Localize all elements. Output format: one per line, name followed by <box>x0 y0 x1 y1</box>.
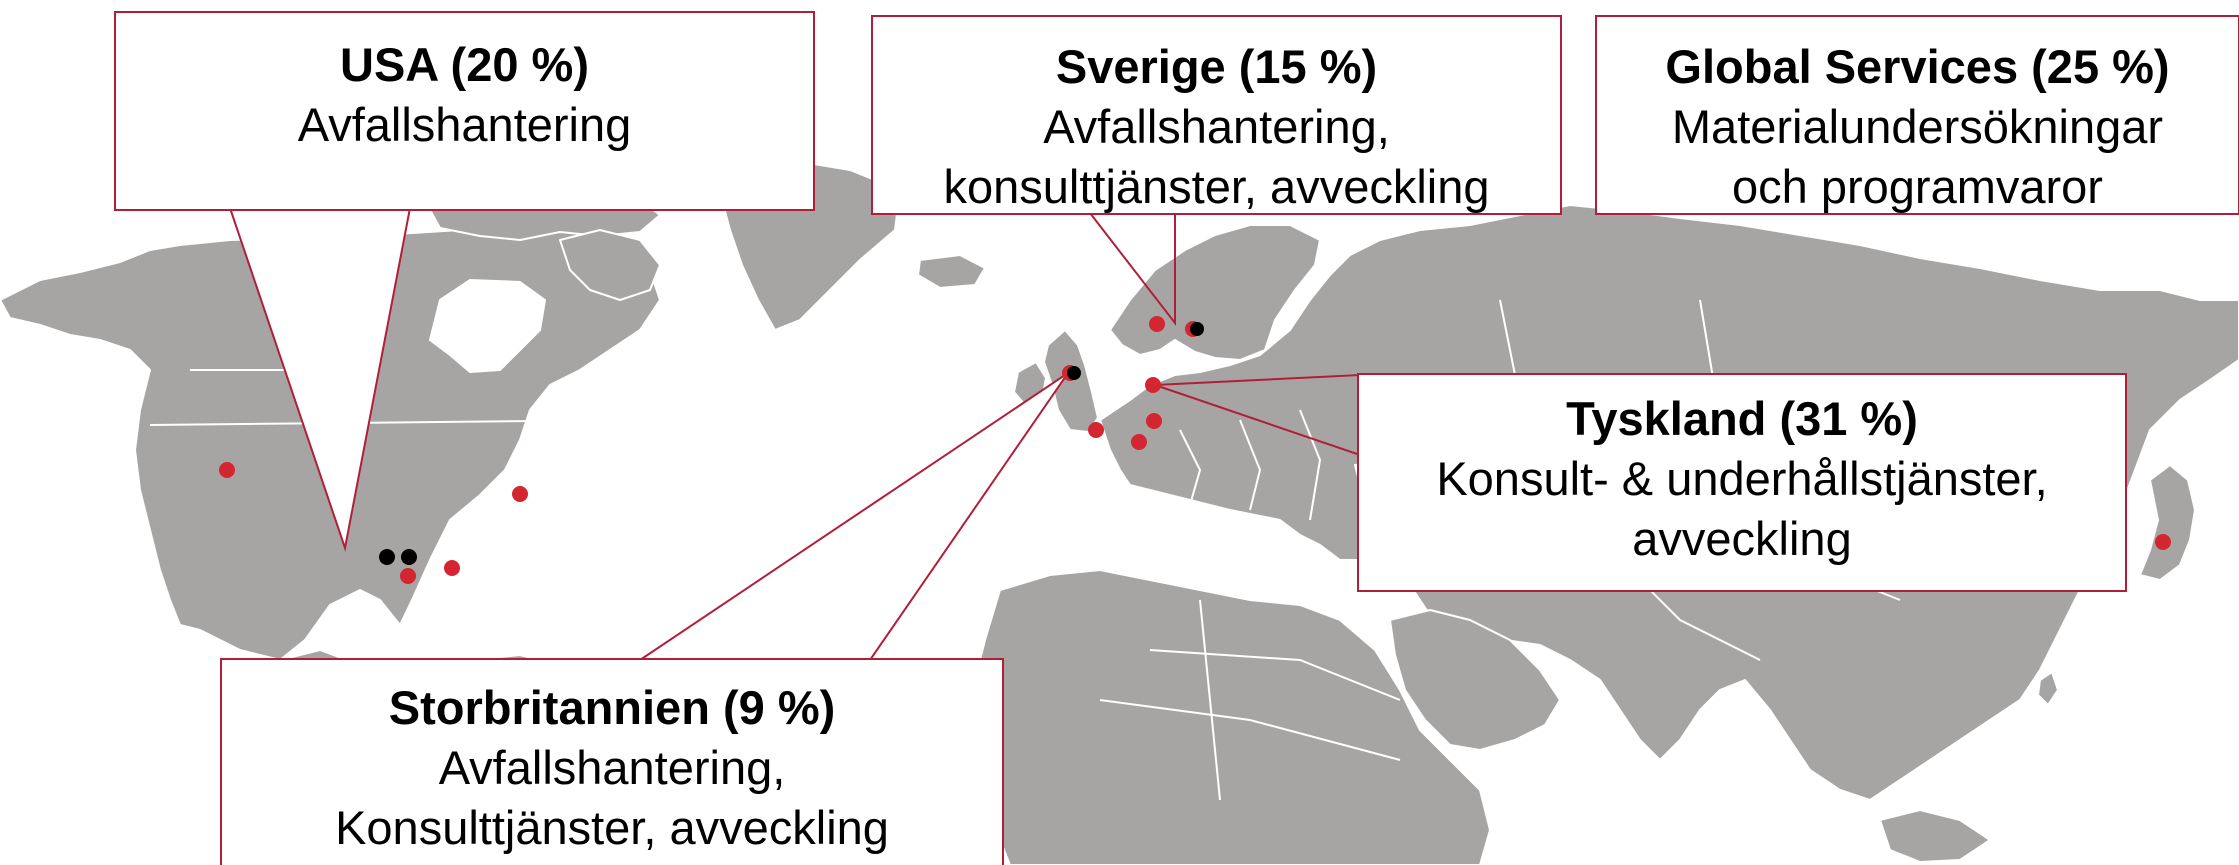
callout-sverige-description: Avfallshantering, konsulttjänster, avvec… <box>943 100 1490 213</box>
callout-usa-description: Avfallshantering <box>297 98 632 151</box>
japan <box>2139 464 2196 581</box>
callout-global-services: Global Services (25 %) Materialundersökn… <box>1595 15 2239 215</box>
callout-global-services-description: Materialundersökningar och programvaror <box>1671 100 2164 213</box>
mediterranean <box>1124 511 1366 593</box>
taiwan <box>2037 671 2059 706</box>
callout-sverige-title: Sverige (15 %) <box>1055 40 1378 93</box>
iceland <box>917 254 986 289</box>
location-dot-usa-southeast <box>400 568 416 584</box>
great-britain <box>1043 329 1099 433</box>
location-dot-switzerland <box>1131 434 1147 450</box>
location-dot-germany-north <box>1145 377 1161 393</box>
callout-global-services-title: Global Services (25 %) <box>1665 40 2170 93</box>
location-dot-usa-east-1 <box>379 549 395 565</box>
callout-tyskland: Tyskland (31 %) Konsult- & underhållstjä… <box>1357 373 2127 592</box>
southeast-asia-islands <box>1879 809 1991 863</box>
location-dot-sweden-east <box>1190 322 1204 336</box>
location-dot-usa-west <box>219 462 235 478</box>
location-dot-germany-south <box>1146 413 1162 429</box>
location-dot-usa-east-2 <box>401 549 417 565</box>
arabia <box>1389 609 1561 751</box>
callout-usa-title: USA (20 %) <box>340 38 589 91</box>
location-dots <box>219 316 2171 584</box>
callout-usa: USA (20 %) Avfallshantering <box>114 11 815 211</box>
location-dot-sweden-west <box>1149 316 1165 332</box>
callout-storbritannien-description: Avfallshantering, Konsulttjänster, avvec… <box>335 741 889 854</box>
baffin-island <box>559 229 661 301</box>
location-dot-usa-eastcoast <box>512 486 528 502</box>
callout-tyskland-title: Tyskland (31 %) <box>1566 392 1918 445</box>
callout-storbritannien-title: Storbritannien (9 %) <box>388 681 836 734</box>
callout-sverige: Sverige (15 %) Avfallshantering, konsult… <box>871 15 1562 215</box>
callout-storbritannien: Storbritannien (9 %) Avfallshantering, K… <box>220 658 1004 865</box>
location-dot-uk <box>1067 366 1081 380</box>
hudson-bay <box>429 279 546 373</box>
location-dot-france <box>1088 422 1104 438</box>
location-dot-usa-south <box>444 560 460 576</box>
callout-tyskland-description: Konsult- & underhållstjänster, avvecklin… <box>1436 452 2048 565</box>
location-dot-japan <box>2155 534 2171 550</box>
